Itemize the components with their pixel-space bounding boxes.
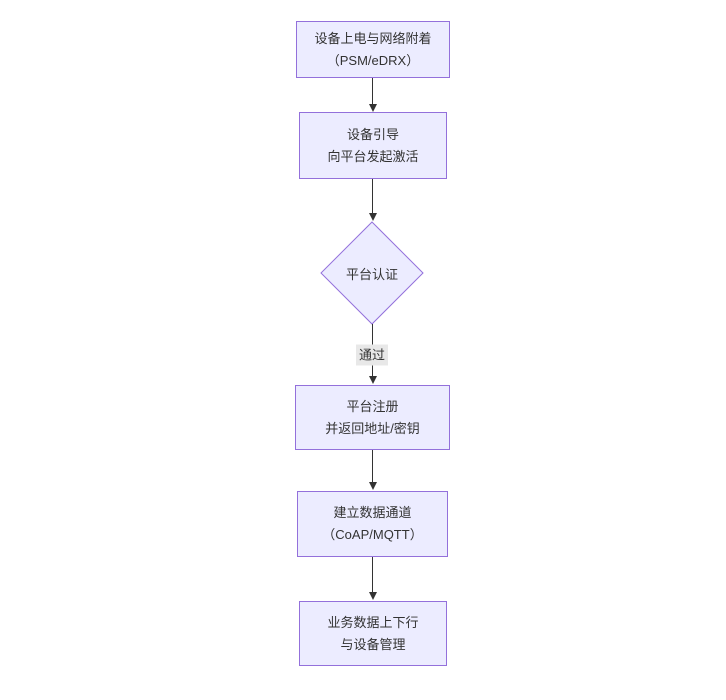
flow-node-business-data: 业务数据上下行 与设备管理 [299,601,447,666]
node-text-line: 业务数据上下行 [327,614,419,630]
edge-line [372,179,373,216]
arrow-down-icon [368,213,377,221]
edge-label-pass: 通过 [355,344,389,366]
edge-line [372,557,373,595]
node-text-line: 建立数据通道 [333,505,412,520]
flow-node-power-attach: 设备上电与网络附着 （PSM/eDRX） [296,21,450,78]
edge-power-to-bootstrap [368,78,377,112]
node-text-line: 设备引导 [346,126,399,142]
node-text-line: 并返回地址/密钥 [325,420,420,436]
edge-bootstrap-to-auth [368,179,377,221]
node-text-line: 平台认证 [345,266,398,282]
flow-node-bootstrap: 设备引导 向平台发起激活 [299,112,447,179]
arrow-down-icon [368,482,377,490]
edge-register-to-channel [368,450,377,490]
edge-channel-to-business [368,557,377,600]
node-text-line: 向平台发起激活 [327,148,419,164]
node-text-line: 平台注册 [346,398,399,414]
flow-node-platform-auth: 平台认证 [320,221,424,325]
flow-node-platform-register: 平台注册 并返回地址/密钥 [295,385,450,450]
arrow-down-icon [368,376,377,384]
node-text-line: 与设备管理 [340,636,406,652]
edge-line [372,450,373,485]
arrow-down-icon [368,104,377,112]
arrow-down-icon [368,592,377,600]
edge-line [372,78,373,107]
node-text-line: （CoAP/MQTT） [322,527,423,542]
node-text-line: 设备上电与网络附着 [314,30,432,46]
flow-node-data-channel: 建立数据通道 （CoAP/MQTT） [297,491,448,557]
node-text-line: （PSM/eDRX） [326,52,420,68]
